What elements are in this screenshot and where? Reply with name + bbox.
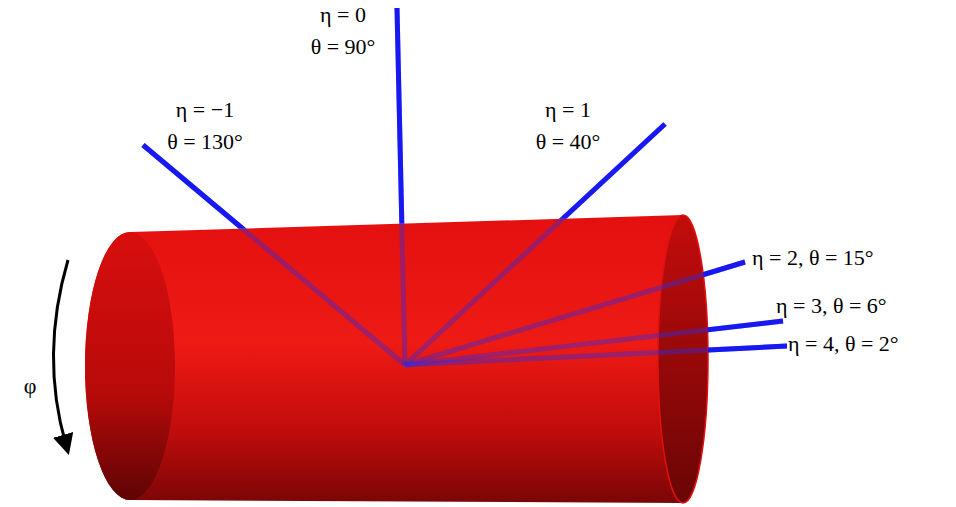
rays-outside	[143, 8, 787, 365]
coordinate-label: η = 0	[320, 3, 366, 27]
cylinder-left-cap	[85, 232, 175, 500]
coordinate-label: η = 2, θ = 15°	[752, 246, 874, 270]
ray-line	[143, 145, 405, 365]
coordinate-label: η = −1	[176, 98, 234, 122]
rays-inside	[143, 8, 787, 365]
ray-line	[405, 321, 783, 365]
ray-line	[405, 124, 665, 365]
ray-line	[397, 8, 405, 365]
ray-line	[405, 321, 783, 365]
coordinate-label: η = 1	[545, 98, 591, 122]
ray-line	[405, 346, 787, 365]
ray-line	[143, 145, 405, 365]
ray-line	[397, 8, 405, 365]
coordinate-label: θ = 40°	[536, 130, 601, 154]
ray-line	[405, 124, 665, 365]
cylinder-right-cap	[658, 215, 708, 503]
coordinate-label: η = 4, θ = 2°	[788, 332, 899, 356]
coordinate-label: θ = 130°	[167, 130, 243, 154]
angle-label: φ	[24, 374, 37, 398]
coordinate-label: η = 3, θ = 6°	[776, 294, 887, 318]
phi-arrow	[53, 260, 68, 445]
coordinate-label: θ = 90°	[311, 35, 376, 59]
